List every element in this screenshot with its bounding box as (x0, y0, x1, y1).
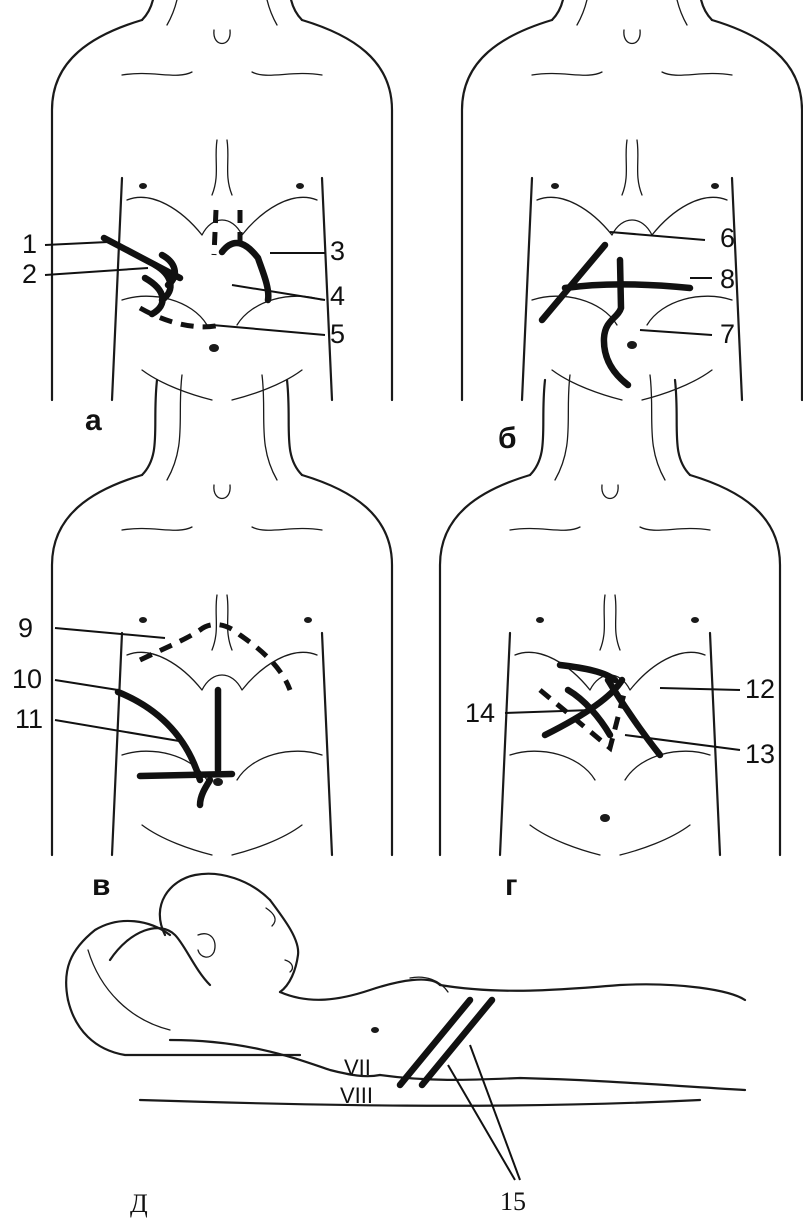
leader-13 (625, 735, 740, 750)
label-8: 8 (720, 264, 735, 294)
panel-a: 1 2 3 4 5 а (22, 0, 392, 437)
panel-b: 6 8 7 б (462, 0, 802, 455)
label-5: 5 (330, 319, 345, 349)
label-9: 9 (18, 613, 33, 643)
face (270, 900, 298, 992)
right-nipple (711, 183, 719, 189)
label-13: 13 (745, 739, 775, 769)
label-7: 7 (720, 319, 735, 349)
panel-d: VII VIII 15 Д (66, 874, 745, 1218)
panel-letter-b: б (498, 422, 517, 455)
left-nipple (139, 183, 147, 189)
nipple (371, 1027, 379, 1033)
panel-v: 9 10 11 в (12, 375, 392, 902)
left-nipple (536, 617, 544, 623)
label-6: 6 (720, 223, 735, 253)
panel-g: 12 14 13 г (440, 375, 780, 902)
raised-arm (110, 928, 210, 985)
leader-5 (212, 325, 325, 335)
label-3: 3 (330, 236, 345, 266)
label-10: 10 (12, 664, 42, 694)
leader-15b (470, 1045, 520, 1180)
leader-12 (660, 688, 740, 690)
panel-letter-g: г (505, 869, 518, 902)
belly-line (380, 1075, 745, 1090)
incision-11-tail (200, 780, 210, 805)
leader-7 (640, 330, 712, 335)
left-nipple (139, 617, 147, 623)
right-nipple (296, 183, 304, 189)
incision-3-dashed (214, 210, 216, 255)
pillow-back (66, 921, 170, 1000)
right-nipple (304, 617, 312, 623)
right-nipple (691, 617, 699, 623)
label-4: 4 (330, 281, 345, 311)
label-15: 15 (500, 1187, 526, 1216)
leader-9 (55, 628, 165, 638)
leader-15a (448, 1065, 515, 1180)
head-top (160, 874, 270, 935)
mouth (285, 960, 292, 972)
umbilicus (209, 344, 219, 352)
incision-11-horizontal (140, 774, 232, 776)
leader-1 (45, 242, 108, 245)
umbilicus (627, 341, 637, 349)
pillow-bottom (68, 1000, 300, 1055)
label-1: 1 (22, 229, 37, 259)
left-nipple (551, 183, 559, 189)
pillow-fold (88, 950, 170, 1030)
umbilicus (600, 814, 610, 822)
table-line (140, 1100, 700, 1106)
shoulder-line (280, 980, 440, 1000)
panel-letter-a: а (85, 404, 102, 437)
label-11: 11 (15, 704, 43, 734)
label-12: 12 (745, 674, 775, 704)
eye (266, 908, 275, 926)
rib-label-vii: VII (344, 1055, 371, 1080)
label-14: 14 (465, 698, 495, 728)
leader-6 (610, 232, 705, 240)
incision-8 (565, 284, 690, 288)
back-line (440, 984, 745, 1000)
panel-letter-v: в (92, 869, 110, 902)
panel-letter-d: Д (130, 1189, 148, 1218)
ear (198, 934, 215, 957)
umbilicus (213, 778, 223, 786)
leader-2 (45, 268, 148, 275)
rib-label-viii: VIII (340, 1083, 373, 1108)
incision-10 (118, 692, 200, 780)
leader-14 (505, 710, 592, 713)
incision-3 (222, 243, 268, 300)
label-2: 2 (22, 259, 37, 289)
leader-10 (55, 680, 118, 690)
